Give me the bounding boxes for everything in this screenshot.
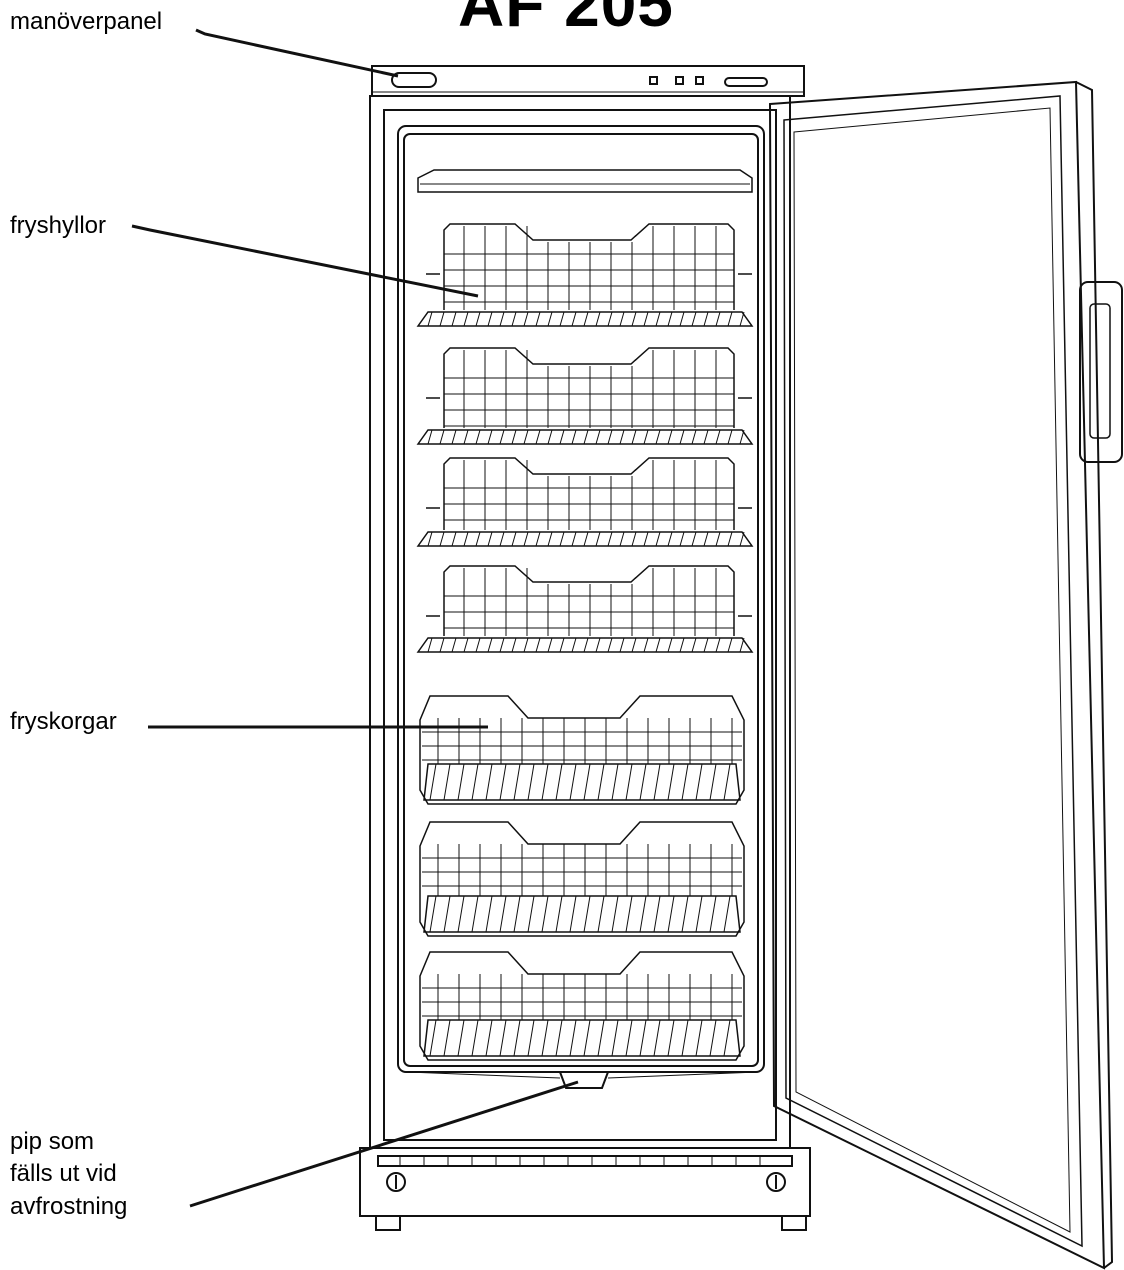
panel-button-1 (649, 76, 658, 85)
freezer-basket (419, 821, 745, 937)
grille (377, 1155, 793, 1167)
leader-freezer-shelves (131, 224, 479, 298)
freezer-shelf (416, 457, 754, 547)
freezer-shelf (416, 565, 754, 653)
panel-button-3 (695, 76, 704, 85)
door (768, 80, 1123, 1270)
foot-left (375, 1215, 401, 1231)
door-handle (1079, 281, 1123, 463)
cabinet-body (359, 65, 811, 1231)
door-outer (768, 80, 1106, 1270)
panel-slot (724, 77, 768, 87)
label-freezer-baskets: fryskorgar (10, 708, 117, 735)
top-shelf (417, 169, 753, 193)
liner-inner (403, 133, 759, 1067)
label-drain-spout: pip som fälls ut vid avfrostning (10, 1128, 128, 1220)
plinth (359, 1147, 811, 1217)
panel-button-2 (675, 76, 684, 85)
label-freezer-shelves: fryshyllor (10, 212, 107, 239)
panel-display (391, 72, 437, 88)
foot-right (781, 1215, 807, 1231)
leveling-foot-right (766, 1172, 786, 1192)
cabinet-inner-frame (383, 109, 777, 1141)
leader-drain-spout (189, 1080, 579, 1208)
leader-lines (131, 28, 579, 1208)
leveling-foot-left (386, 1172, 406, 1192)
leader-control-panel (195, 28, 399, 78)
model-title: AF 205 (458, 0, 674, 40)
drain-spout (559, 1071, 609, 1089)
freezer-basket (419, 695, 745, 805)
freezer-shelves (416, 223, 754, 653)
liner (397, 125, 765, 1073)
freezer-shelf (416, 223, 754, 327)
door-frame (783, 95, 1083, 1248)
label-control-panel: manöverpanel (10, 8, 163, 35)
grille-slots (399, 1156, 761, 1166)
freezer-shelf (416, 347, 754, 445)
door-handle-grip (1089, 303, 1111, 439)
door-gasket (793, 107, 1071, 1233)
door-edge (1075, 81, 1114, 1269)
freezer-baskets (419, 695, 745, 1061)
freezer-basket (419, 951, 745, 1061)
